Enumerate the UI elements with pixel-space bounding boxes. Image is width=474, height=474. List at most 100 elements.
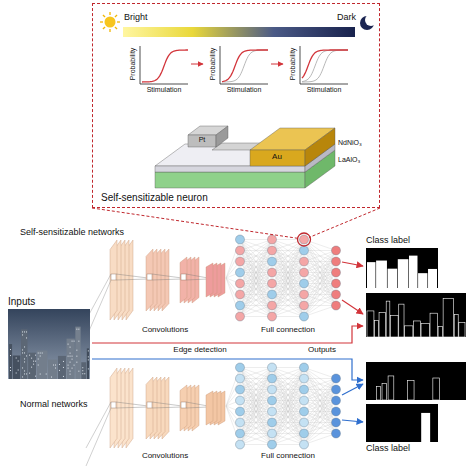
connection-line xyxy=(240,368,272,379)
connection-line xyxy=(240,368,272,401)
projection-line xyxy=(116,274,148,278)
window-light xyxy=(35,361,36,362)
window-light xyxy=(88,356,89,357)
window-light xyxy=(59,364,60,365)
connection-line xyxy=(240,284,272,317)
shift-arrow xyxy=(271,64,283,65)
connection-line xyxy=(304,412,336,445)
neuron xyxy=(268,407,277,416)
connection-line xyxy=(304,251,336,306)
connection-line xyxy=(272,240,304,251)
diagram-label: Au xyxy=(272,153,282,162)
window-light xyxy=(24,352,25,353)
connection-line xyxy=(272,240,304,295)
window-light xyxy=(16,357,17,358)
connection-line xyxy=(240,251,272,317)
window-light xyxy=(29,373,30,374)
neuron xyxy=(268,429,277,438)
window-light xyxy=(63,376,64,377)
window-light xyxy=(26,373,27,374)
diagram-label: Stimulation xyxy=(147,86,182,94)
neuron xyxy=(300,290,309,299)
window-light xyxy=(16,372,17,373)
window-light xyxy=(76,350,77,351)
neuron xyxy=(268,268,277,277)
connection-line xyxy=(272,240,304,317)
connection-line xyxy=(272,368,304,401)
connection-line xyxy=(304,368,336,423)
image-frame xyxy=(366,404,438,442)
connection-line xyxy=(304,250,336,251)
feature-map xyxy=(146,249,153,311)
neuron xyxy=(300,279,309,288)
connection-line xyxy=(240,240,272,273)
window-light xyxy=(72,341,73,342)
building xyxy=(379,313,386,337)
connection-line xyxy=(272,412,304,445)
pt-side xyxy=(216,126,228,147)
neuron xyxy=(300,312,309,321)
connection-line xyxy=(272,306,304,317)
neuron xyxy=(300,407,309,416)
projection-line xyxy=(186,407,208,408)
connection-line xyxy=(272,368,304,412)
connection-line xyxy=(272,239,304,240)
feature-map xyxy=(206,263,213,297)
connection-line xyxy=(304,368,336,434)
connection-line xyxy=(240,273,272,317)
device-illustration xyxy=(155,126,335,188)
connection-line xyxy=(304,251,336,295)
connection-line xyxy=(240,316,272,317)
connection-line xyxy=(304,240,336,306)
window-light xyxy=(22,349,23,350)
window-light xyxy=(68,344,69,345)
window-light xyxy=(63,367,64,368)
window-light xyxy=(88,368,89,369)
window-light xyxy=(51,377,52,378)
window-light xyxy=(70,356,71,357)
window-light xyxy=(63,361,64,362)
building xyxy=(376,260,387,287)
image-ground xyxy=(366,248,438,288)
connection-line xyxy=(240,262,272,317)
plot-axis xyxy=(140,46,188,84)
connection-line xyxy=(272,368,304,434)
connection-line xyxy=(240,434,272,445)
connection-line xyxy=(240,306,272,317)
window-light xyxy=(24,346,25,347)
neuron xyxy=(236,290,245,299)
building xyxy=(399,304,404,337)
window-light xyxy=(55,368,56,369)
window-light xyxy=(40,353,41,354)
window-light xyxy=(10,367,11,368)
connection-line xyxy=(272,368,304,412)
neuron xyxy=(332,396,341,405)
connection-line xyxy=(240,368,272,401)
window-light xyxy=(18,369,19,370)
image-frame xyxy=(366,248,438,288)
callout-title: Self-sensitizable neuron xyxy=(101,192,208,203)
neuron xyxy=(268,418,277,427)
connection-line xyxy=(272,368,304,434)
window-light xyxy=(26,337,27,338)
connection-line xyxy=(240,284,272,317)
building xyxy=(418,273,427,288)
diagram-label: Stimulation xyxy=(307,86,342,94)
neuron xyxy=(236,235,245,244)
building xyxy=(413,321,420,337)
connection-line xyxy=(240,295,272,317)
connection-line xyxy=(240,368,272,434)
connection-line xyxy=(304,379,336,445)
sun-ray xyxy=(109,12,110,15)
connection-line xyxy=(272,390,304,445)
window-light xyxy=(46,374,47,375)
window-light xyxy=(35,376,36,377)
neuron xyxy=(236,279,245,288)
building xyxy=(390,316,398,337)
convolution-stack xyxy=(86,368,225,466)
connection-line xyxy=(304,251,336,284)
diagram-label: Self-sensitizable networks xyxy=(20,228,124,238)
window-light xyxy=(22,352,23,353)
probability-plot xyxy=(140,46,203,84)
connection-line xyxy=(240,368,272,423)
